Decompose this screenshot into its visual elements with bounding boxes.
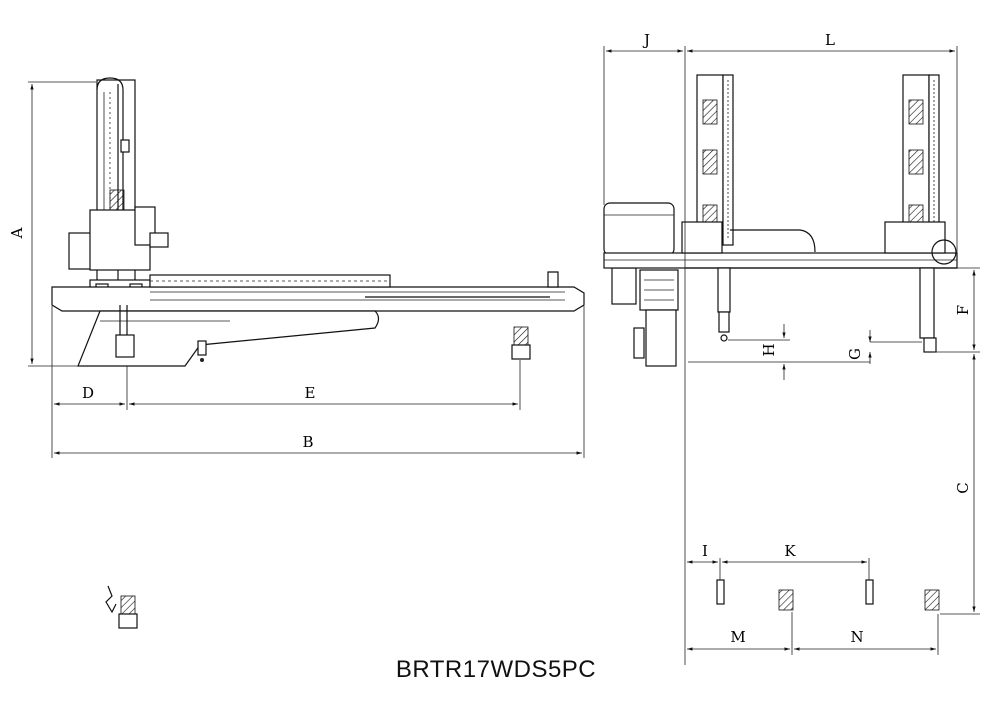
right-column [902,74,940,246]
traverse-motor [603,202,679,367]
side-view [28,77,585,629]
gripper-detail [105,585,138,629]
dim-label-k: K [784,542,796,560]
end-effectors [717,267,937,353]
dim-label-f: F [954,305,972,315]
lower-grippers [716,579,940,611]
dim-label-n: N [850,628,863,646]
left-column [696,74,734,246]
dim-label-l: L [825,31,835,49]
dim-label-c: C [954,482,972,493]
dim-label-j: J [642,31,650,49]
dim-label-e: E [305,384,316,402]
dim-label-h: H [760,343,778,356]
front-view [603,46,980,665]
dim-label-i: I [702,542,708,560]
horizontal-beam [51,271,585,312]
dim-label-g: G [846,348,864,360]
dim-label-a: A [8,227,26,239]
dim-label-d: D [82,384,94,402]
sub-arm [77,305,531,367]
dim-label-b: B [302,433,313,451]
model-title: BRTR17WDS5PC [395,656,597,683]
dim-label-m: M [730,628,745,646]
